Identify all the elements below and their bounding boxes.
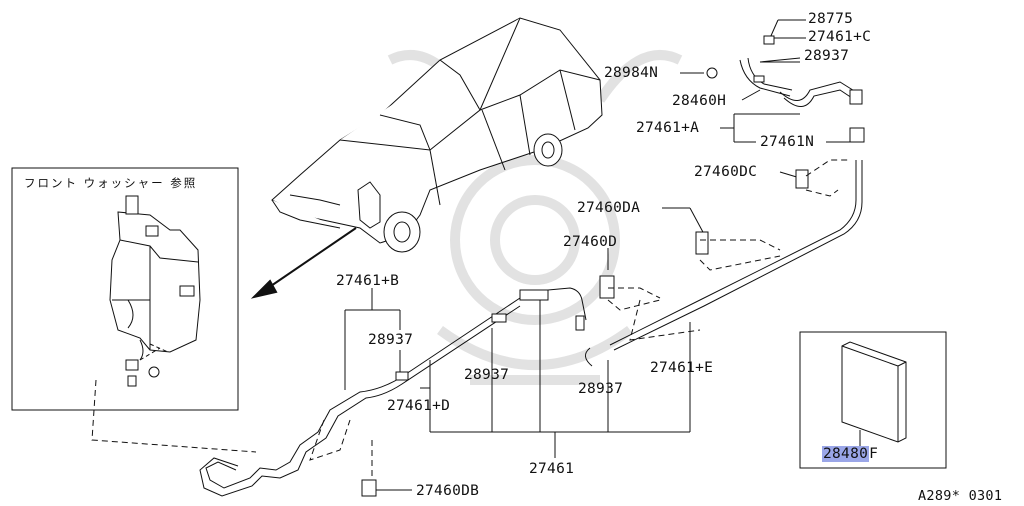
part-label-27460dc[interactable]: 27460DC	[694, 164, 758, 180]
part-label-28775[interactable]: 28775	[808, 11, 854, 27]
part-label-28937-top[interactable]: 28937	[804, 48, 850, 64]
part-label-27460db[interactable]: 27460DB	[416, 483, 480, 499]
part-label-27460d[interactable]: 27460D	[563, 234, 618, 250]
part-label-27461n[interactable]: 27461N	[760, 134, 815, 150]
part-label-27461-b[interactable]: 27461+B	[336, 273, 400, 289]
cabin-filter	[841, 341, 907, 448]
part-label-28937-right[interactable]: 28937	[578, 381, 624, 397]
part-label-27460da[interactable]: 27460DA	[577, 200, 641, 216]
leader-lines	[344, 19, 947, 491]
pointer-arrow	[250, 227, 357, 299]
part-label-27461-d[interactable]: 27461+D	[387, 398, 451, 414]
part-label-28460h[interactable]: 28460H	[672, 93, 727, 109]
watermark-emblem	[387, 50, 683, 385]
part-label-28480f-highlight: 28480	[822, 446, 870, 462]
washer-hoses	[199, 57, 863, 497]
connectors	[361, 35, 865, 497]
part-label-28480f-suffix: F	[869, 446, 879, 462]
car-illustration	[271, 17, 603, 253]
part-label-27461-a[interactable]: 27461+A	[636, 120, 700, 136]
inset-title: フロント ウォッシャー 参照	[24, 176, 198, 190]
part-label-27461-c[interactable]: 27461+C	[808, 29, 872, 45]
diagram-code: A289* 0301	[918, 488, 1003, 504]
washer-tank	[109, 195, 201, 387]
inset-frame	[11, 167, 239, 411]
part-label-28937-left[interactable]: 28937	[368, 332, 414, 348]
part-label-28480f[interactable]: 28480F	[822, 446, 878, 462]
part-label-28984n[interactable]: 28984N	[604, 65, 659, 81]
part-label-27461-e[interactable]: 27461+E	[650, 360, 714, 376]
part-label-28937-mid[interactable]: 28937	[464, 367, 510, 383]
part-label-27461[interactable]: 27461	[529, 461, 575, 477]
dashed-guides	[91, 159, 850, 480]
